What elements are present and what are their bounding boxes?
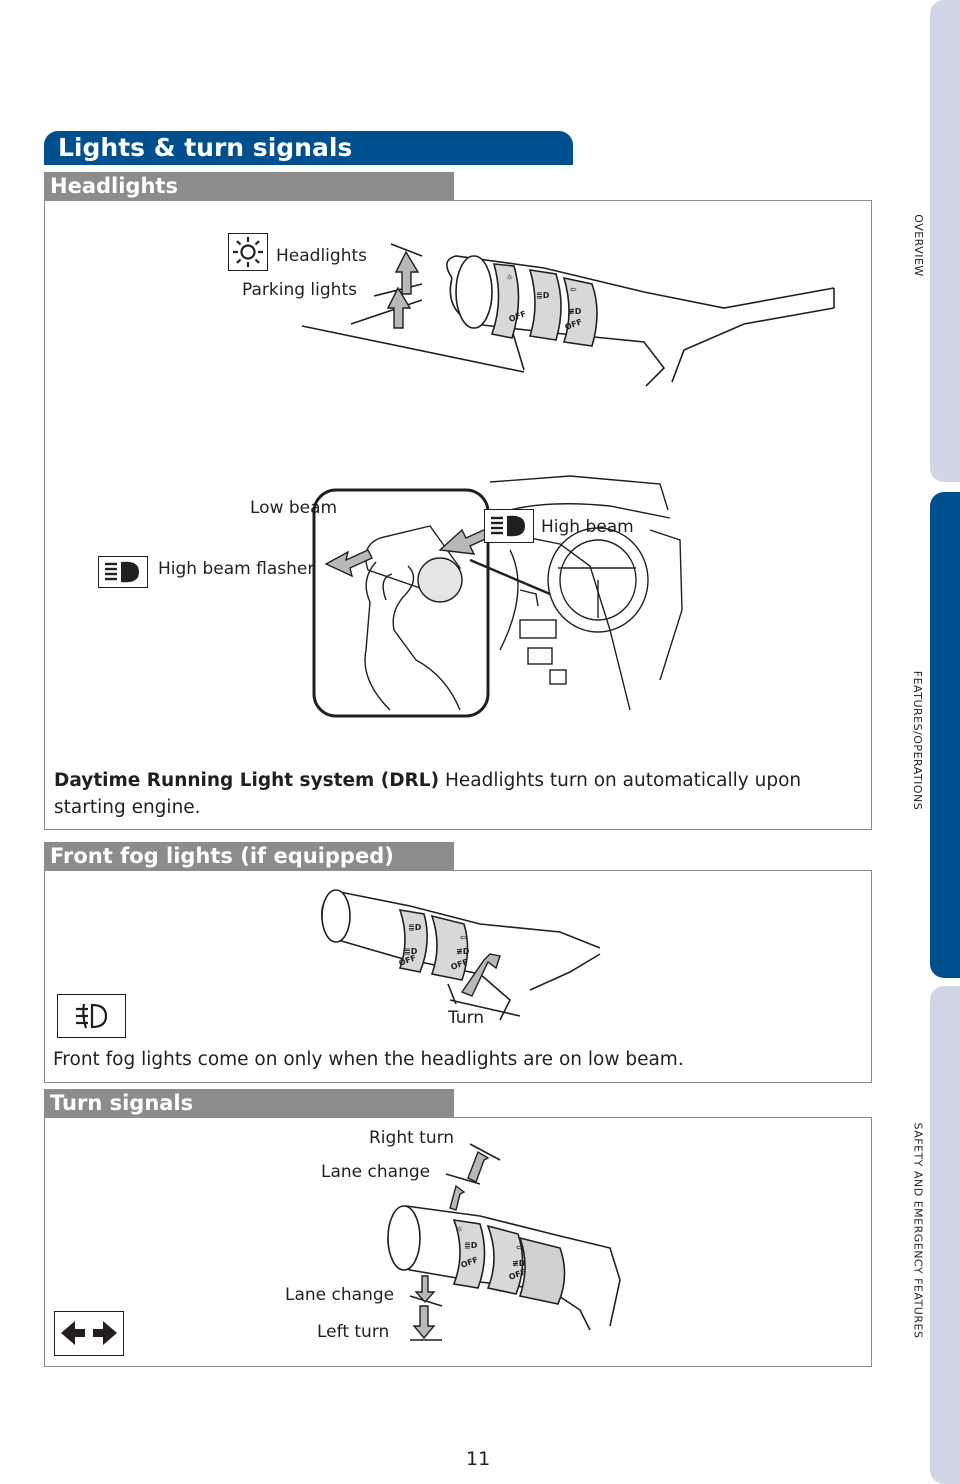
drl-paragraph: Daytime Running Light system (DRL) Headl… xyxy=(54,767,854,821)
side-tab-safety-bg xyxy=(930,986,960,1484)
fog-paragraph: Front fog lights come on only when the h… xyxy=(53,1046,853,1073)
page-title: Lights & turn signals xyxy=(58,131,352,165)
label-left-turn: Left turn xyxy=(317,1322,389,1342)
label-headlights: Headlights xyxy=(276,246,367,266)
section-heading-text: Turn signals xyxy=(50,1089,193,1117)
label-high-beam-flasher: High beam flasher xyxy=(158,559,314,579)
high-beam-flasher-symbol-box xyxy=(98,556,148,588)
page-title-banner: Lights & turn signals xyxy=(44,131,573,165)
section-heading-text: Headlights xyxy=(50,172,178,200)
svg-text:≣D: ≣D xyxy=(408,923,422,932)
svg-text:≢D: ≢D xyxy=(456,947,470,956)
side-tab-features[interactable]: FEATURES/OPERATIONS xyxy=(906,640,930,840)
svg-text:≢D: ≢D xyxy=(568,307,582,316)
label-lane-change-up: Lane change xyxy=(321,1162,430,1182)
side-tab-label: OVERVIEW xyxy=(912,214,925,277)
svg-text:⇦: ⇦ xyxy=(570,285,577,294)
headlight-stalk-illustration: ☼ ≣D OFF ⇦ ≢D OFF xyxy=(44,200,872,420)
svg-text:⇦: ⇦ xyxy=(460,933,467,942)
label-low-beam: Low beam xyxy=(250,498,337,518)
high-beam-icon xyxy=(485,510,533,542)
turn-signal-arrows-icon xyxy=(55,1312,123,1355)
beam-illustration xyxy=(90,470,780,730)
svg-text:≣D: ≣D xyxy=(464,1241,478,1250)
section-heading-text: Front fog lights (if equipped) xyxy=(50,842,394,870)
side-tab-label: FEATURES/OPERATIONS xyxy=(912,670,925,809)
label-parking-lights: Parking lights xyxy=(242,280,357,300)
side-tab-overview[interactable]: OVERVIEW xyxy=(906,190,930,300)
svg-text:☼: ☼ xyxy=(506,273,513,282)
high-beam-symbol-box xyxy=(484,509,534,543)
label-high-beam: High beam xyxy=(541,517,634,537)
side-tab-label: SAFETY AND EMERGENCY FEATURES xyxy=(912,1122,925,1338)
label-right-turn: Right turn xyxy=(369,1128,454,1148)
section-heading-headlights: Headlights xyxy=(44,172,454,200)
label-lane-change-down: Lane change xyxy=(285,1285,394,1305)
fog-light-icon xyxy=(58,995,125,1037)
section-heading-fog: Front fog lights (if equipped) xyxy=(44,842,454,870)
headlight-sun-icon xyxy=(229,234,267,270)
svg-text:☼: ☼ xyxy=(456,1225,463,1234)
high-beam-flasher-icon xyxy=(99,557,147,587)
svg-text:⇦: ⇦ xyxy=(516,1243,523,1252)
section-heading-turn-signals: Turn signals xyxy=(44,1089,454,1117)
svg-text:≣D: ≣D xyxy=(536,291,550,300)
label-turn: Turn xyxy=(448,1008,484,1028)
headlight-symbol-box xyxy=(228,233,268,271)
page-number: 11 xyxy=(466,1448,490,1470)
side-tab-safety[interactable]: SAFETY AND EMERGENCY FEATURES xyxy=(906,1080,930,1380)
turn-signal-symbol-box xyxy=(54,1311,124,1356)
fog-light-symbol-box xyxy=(57,994,126,1038)
side-tab-overview-bg xyxy=(930,0,960,482)
side-tab-features-bg xyxy=(930,492,960,978)
drl-title: Daytime Running Light system (DRL) xyxy=(54,770,439,791)
